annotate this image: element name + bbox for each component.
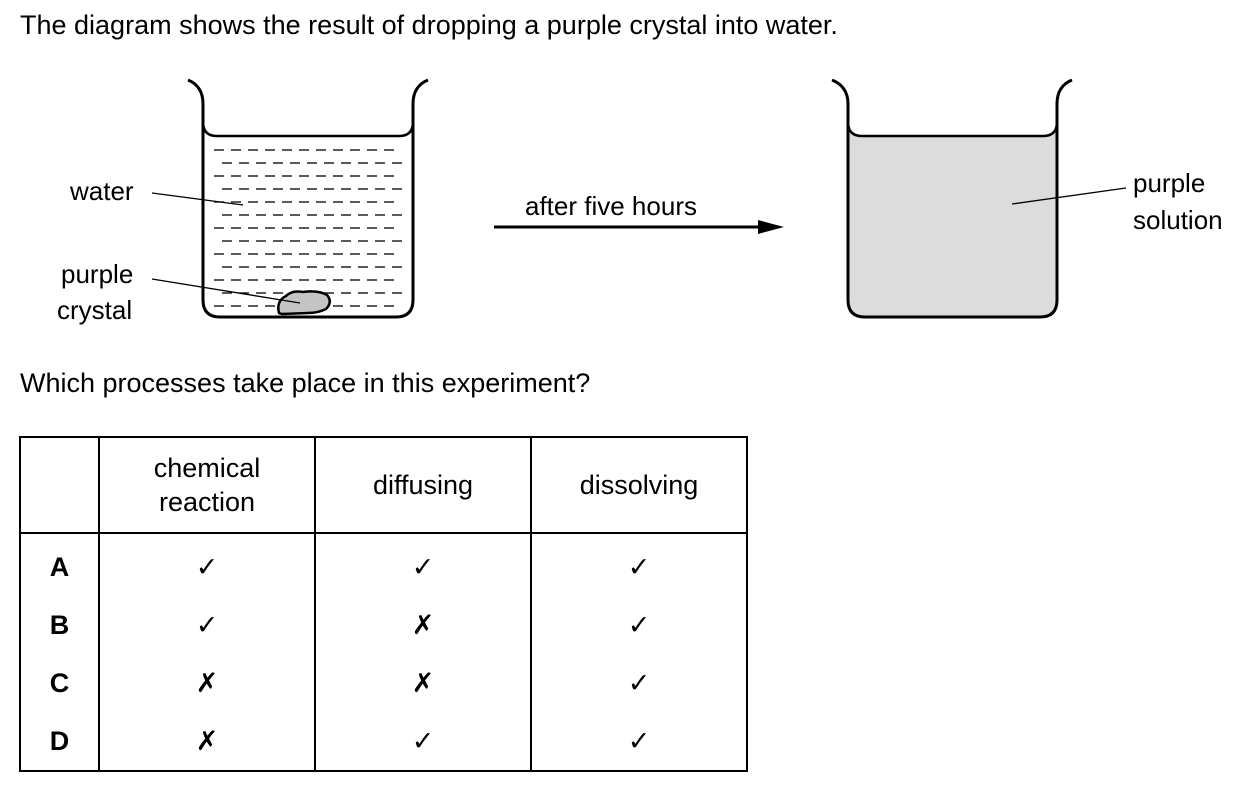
header-chemical-line1: chemical [153,453,261,483]
crystal-pointer-line [151,278,301,304]
solution-pointer-line [1011,187,1127,205]
diffusing-mark: ✓ [314,712,532,771]
dissolving-mark: ✓ [530,533,748,596]
chemical-reaction-mark: ✓ [98,596,316,654]
option-letter: B [19,596,100,654]
water-label: water [69,176,134,206]
header-blank-cell [19,437,100,534]
table-row: B✓✗✓ [19,596,748,654]
crystal-label-line2: crystal [57,295,132,325]
water-pointer-line [151,192,244,206]
left-beaker-outline [187,78,429,319]
header-chemical-line2: reaction [158,487,256,517]
option-letter: C [19,654,100,712]
option-letter: D [19,712,100,771]
right-beaker-outline [831,78,1073,319]
crystal-label-line1: purple [61,259,133,289]
right-beaker: purple solution [831,78,1223,319]
water-dashes [214,149,402,307]
solution-label-line1: purple [1133,168,1205,198]
chemical-reaction-mark: ✗ [98,654,316,712]
diffusing-mark: ✓ [314,533,532,596]
table-row: A✓✓✓ [19,533,748,596]
dissolving-mark: ✓ [530,596,748,654]
table-row: D✗✓✓ [19,712,748,771]
table-header-row: chemical reaction diffusing dissolving [19,437,748,534]
right-solution-surface [846,121,1059,138]
solution-label-line2: solution [1133,205,1223,235]
purple-crystal-shape [277,290,331,316]
chemical-reaction-mark: ✓ [98,533,316,596]
left-beaker: water purple crystal [57,78,429,325]
diffusing-mark: ✗ [314,654,532,712]
header-dissolving: dissolving [530,437,748,534]
question-text: Which processes take place in this exper… [20,368,591,398]
purple-solution-fill [848,122,1057,317]
header-diffusing: diffusing [314,437,532,534]
chemical-reaction-mark: ✗ [98,712,316,771]
left-water-surface [201,121,415,138]
header-chemical-reaction: chemical reaction [98,437,316,534]
dissolving-mark: ✓ [530,712,748,771]
diffusing-mark: ✗ [314,596,532,654]
intro-text: The diagram shows the result of dropping… [20,10,838,40]
option-letter: A [19,533,100,596]
time-arrow: after five hours [494,191,784,234]
arrow-head [758,220,784,234]
experiment-diagram: water purple crystal after five hours pu… [57,78,1223,325]
table-row: C✗✗✓ [19,654,748,712]
arrow-label: after five hours [525,191,697,221]
answer-options-table: chemical reaction diffusing dissolving A… [19,436,748,772]
dissolving-mark: ✓ [530,654,748,712]
